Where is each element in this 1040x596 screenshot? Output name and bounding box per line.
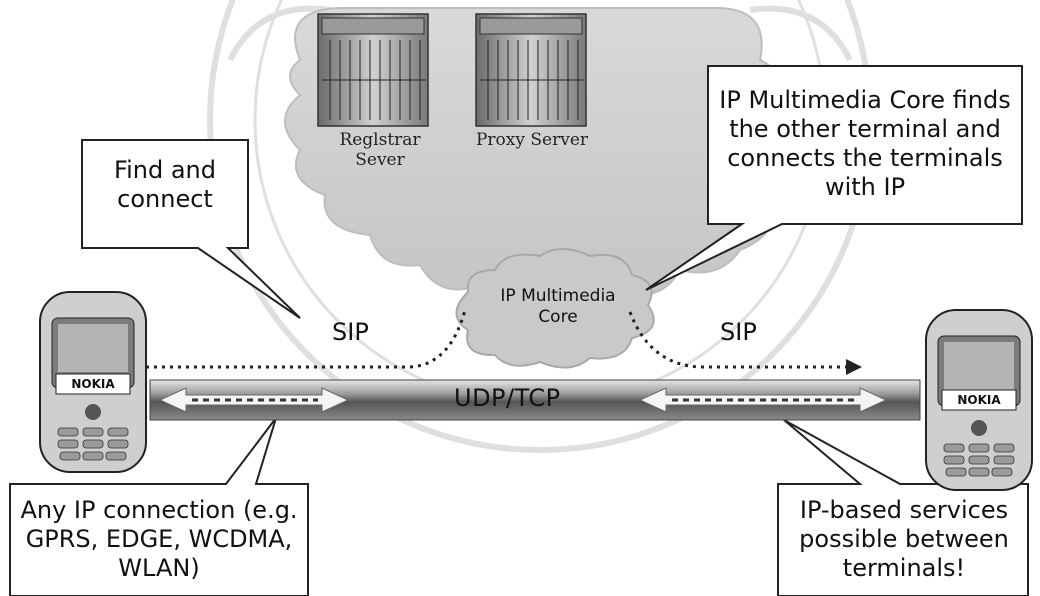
proxy-server-icon <box>476 14 586 126</box>
callout-ip-services-text: IP-based services possible between termi… <box>786 496 1022 583</box>
registrar-server-icon <box>318 14 428 126</box>
left-phone-brand: NOKIA <box>56 377 130 391</box>
sip-arrowhead <box>846 359 862 375</box>
sip-right-label: SIP <box>720 318 757 346</box>
ims-core-label: IP Multimedia Core <box>488 286 628 328</box>
callout-any-ip-text: Any IP connection (e.g. GPRS, EDGE, WCDM… <box>16 496 302 583</box>
sip-left-path <box>146 310 465 367</box>
right-phone-brand: NOKIA <box>942 393 1016 407</box>
callout-ims-text: IP Multimedia Core finds the other termi… <box>712 86 1018 202</box>
udp-tcp-label: UDP/TCP <box>454 384 561 412</box>
sip-left-label: SIP <box>332 318 369 346</box>
callout-find-connect-text: Find and connect <box>90 156 240 214</box>
registrar-server-label: Reglstrar Sever <box>330 130 430 170</box>
proxy-server-label: Proxy Server <box>462 130 602 150</box>
